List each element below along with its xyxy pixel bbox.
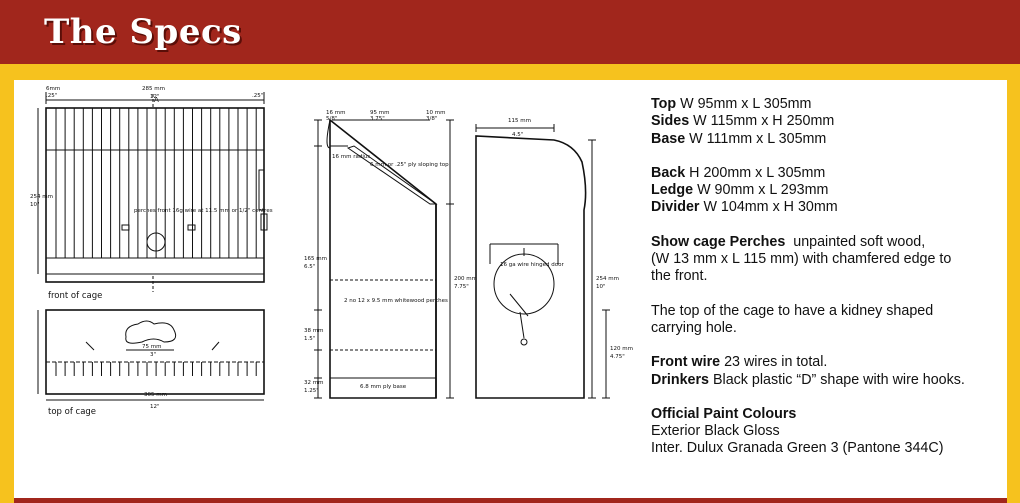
spec-drinkers-value: Black plastic “D” shape with wire hooks. [713, 371, 965, 388]
label-ply-base: 6.8 mm ply base [360, 384, 407, 390]
accent-band [0, 64, 1020, 80]
accent-right [1007, 64, 1020, 503]
spec-perches-line3: the front. [651, 268, 708, 285]
accent-left [0, 64, 14, 503]
label-width-285: 285 mm [142, 86, 165, 92]
side-view-drawing [475, 124, 610, 399]
label-ply-sloping: 6 mm or .25" ply sloping top [370, 162, 449, 168]
front-view-drawing [37, 92, 268, 292]
section-view-drawing [314, 118, 454, 399]
label-width-12: 12" [150, 94, 160, 100]
label-dim-65: 6.5" [304, 264, 315, 270]
spec-front-wire: Front wire 23 wires in total. [651, 354, 1001, 371]
label-top-16: 16 mm [326, 110, 345, 116]
label-dim-120: 120 mm [610, 346, 633, 352]
spec-perches-value: unpainted soft wood, [793, 233, 926, 250]
label-radius: 16 mm radius [332, 154, 370, 160]
label-height-254: 254 mm [30, 194, 53, 200]
spec-perches-label: Show cage Perches [651, 233, 786, 250]
label-dim-38mm: 38 mm [304, 328, 323, 334]
spec-ledge: Ledge W 90mm x L 293mm [651, 182, 1001, 199]
spec-back: Back H 200mm x L 305mm [651, 165, 1001, 182]
spec-top-value: W 95mm x L 305mm [680, 96, 812, 112]
spec-top-label: Top [651, 96, 677, 112]
spec-perches: Show cage Perches unpainted soft wood, [651, 234, 1001, 251]
specs-list: Top W 95mm x L 305mm Sides W 115mm x H 2… [651, 96, 1001, 458]
label-dim-25: .25" [46, 93, 57, 99]
spec-ledge-label: Ledge [651, 182, 694, 199]
spec-paint: Official Paint Colours [651, 406, 1001, 423]
spec-base: Base W 111mm x L 305mm [651, 131, 1001, 148]
label-top: top of cage [48, 407, 96, 417]
spec-paint-1: Exterior Black Gloss [651, 423, 780, 440]
spec-base-label: Base [651, 130, 686, 147]
label-top-10mm: 10 mm [426, 110, 445, 116]
spec-sides-value: W 115mm x H 250mm [693, 113, 835, 130]
label-dim-254b: 254 mm [596, 276, 619, 282]
spec-paint-2: Inter. Dulux Granada Green 3 (Pantone 34… [651, 440, 944, 457]
spec-divider-label: Divider [651, 199, 700, 216]
label-dim-6: 6mm [46, 86, 60, 92]
spec-divider-value: W 104mm x H 30mm [703, 199, 838, 216]
label-dim-15: 1.5" [304, 336, 315, 342]
label-top-dim-95: 95 mm [370, 110, 389, 116]
spec-drinkers-label: Drinkers [651, 371, 710, 388]
label-dim-200: 200 mm [454, 276, 477, 282]
spec-base-value: W 111mm x L 305mm [689, 130, 827, 147]
spec-paint-label: Official Paint Colours [651, 405, 797, 422]
label-top-width: 305 mm [144, 392, 167, 398]
spec-top-note-2: carrying hole. [651, 319, 737, 336]
spec-back-label: Back [651, 164, 686, 181]
spec-sides: Sides W 115mm x H 250mm [651, 113, 1001, 130]
label-top-38: 3/8" [426, 116, 437, 122]
label-top-12: 12" [150, 404, 160, 410]
spec-divider: Divider W 104mm x H 30mm [651, 199, 1001, 216]
spec-front-wire-value: 23 wires in total. [724, 354, 828, 371]
label-door-note: 16 ga wire hinged door [500, 262, 564, 268]
spec-top: Top W 95mm x L 305mm [651, 96, 1001, 113]
label-height-10: 10" [30, 202, 40, 208]
label-perch-note: perches front 16g wire at 11.5 mm or 1/2… [134, 208, 273, 214]
spec-top-note-1: The top of the cage to have a kidney sha… [651, 302, 934, 319]
spec-perches-line2: (W 13 mm x L 115 mm) with chamfered edge… [651, 251, 952, 268]
spec-drinkers: Drinkers Black plastic “D” shape with wi… [651, 372, 1001, 389]
label-dim-475: 4.75" [610, 354, 625, 360]
label-dim-775: 7.75" [454, 284, 469, 290]
label-dim-25b: .25" [252, 93, 263, 99]
spec-back-value: H 200mm x L 305mm [689, 164, 826, 181]
spec-ledge-value: W 90mm x L 293mm [697, 182, 829, 199]
label-kidney-3: 3" [150, 352, 156, 358]
label-kidney-75: 75 mm [142, 344, 161, 350]
cage-technical-drawing: front of cage top of cage 285 mm 12" 254… [30, 86, 633, 417]
page-title: The Specs [44, 12, 242, 52]
label-perches-note: 2 no 12 x 9.5 mm whitewood perches [344, 298, 448, 304]
spec-sides-label: Sides [651, 113, 690, 130]
label-front: front of cage [48, 291, 102, 301]
label-top-58: 5/8" [326, 116, 337, 122]
label-dim-125: 1.25" [304, 388, 319, 394]
label-dim-115: 115 mm [508, 118, 531, 124]
label-dim-10b: 10" [596, 284, 606, 290]
label-dim-165: 165 mm [304, 256, 327, 262]
label-section-a: A [154, 96, 159, 104]
label-dim-45: 4.5" [512, 132, 523, 138]
label-top-dim-375: 3.75" [370, 116, 385, 122]
label-dim-32: 32 mm [304, 380, 323, 386]
top-view-drawing [37, 309, 265, 401]
spec-front-wire-label: Front wire [651, 354, 721, 371]
